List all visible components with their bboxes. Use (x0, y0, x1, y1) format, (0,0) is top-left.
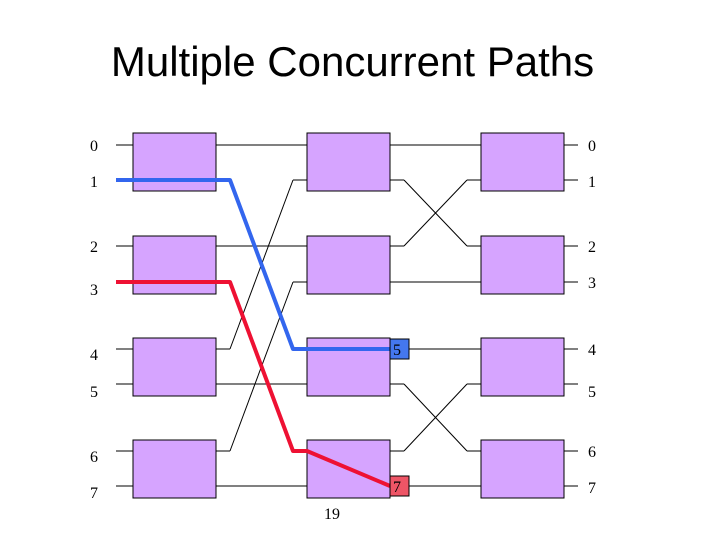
right-port-labels: 0 1 2 3 4 5 6 7 (588, 138, 596, 497)
switch-stage-1 (132, 132, 217, 499)
path-blue (116, 178, 390, 351)
right-port-label: 0 (588, 138, 596, 155)
slide-title: Multiple Concurrent Paths (110, 38, 595, 85)
switch-3-4 (480, 439, 565, 499)
wiring-stage-2-3 (390, 144, 481, 487)
left-port-label: 5 (90, 384, 98, 401)
switch-3-3 (480, 337, 565, 397)
left-port-labels: 0 1 2 3 4 5 6 7 (90, 138, 98, 502)
right-port-label: 1 (588, 174, 596, 191)
wiring-stage-1-2 (216, 144, 307, 487)
switch-stage-3 (480, 132, 565, 499)
left-port-label: 3 (90, 282, 98, 299)
left-port-label: 2 (90, 239, 98, 256)
left-port-label: 0 (90, 138, 98, 155)
marker-blue: 5 (389, 338, 410, 360)
switch-1-2 (132, 235, 217, 295)
output-stubs (564, 144, 578, 487)
left-port-label: 1 (90, 174, 98, 191)
left-port-label: 6 (90, 449, 98, 466)
right-port-label: 5 (588, 384, 596, 401)
right-port-label: 3 (588, 275, 596, 292)
left-port-label: 7 (90, 485, 98, 502)
path-red (116, 280, 391, 488)
page-number: 19 (324, 506, 340, 523)
switch-stage-2 (306, 132, 391, 499)
right-port-label: 4 (588, 342, 596, 359)
switch-1-1 (132, 132, 217, 192)
marker-blue-label: 5 (393, 342, 401, 359)
switch-1-4 (132, 439, 217, 499)
input-stubs (116, 144, 133, 487)
marker-red: 7 (389, 475, 410, 497)
marker-red-label: 7 (393, 479, 401, 496)
right-port-label: 6 (588, 444, 596, 461)
switch-2-3 (306, 337, 391, 397)
switch-1-3 (132, 337, 217, 397)
switch-3-2 (480, 235, 565, 295)
switch-2-1 (306, 132, 391, 192)
right-port-label: 2 (588, 239, 596, 256)
left-port-label: 4 (90, 347, 98, 364)
switch-2-2 (306, 235, 391, 295)
right-port-label: 7 (588, 480, 596, 497)
switch-3-1 (480, 132, 565, 192)
